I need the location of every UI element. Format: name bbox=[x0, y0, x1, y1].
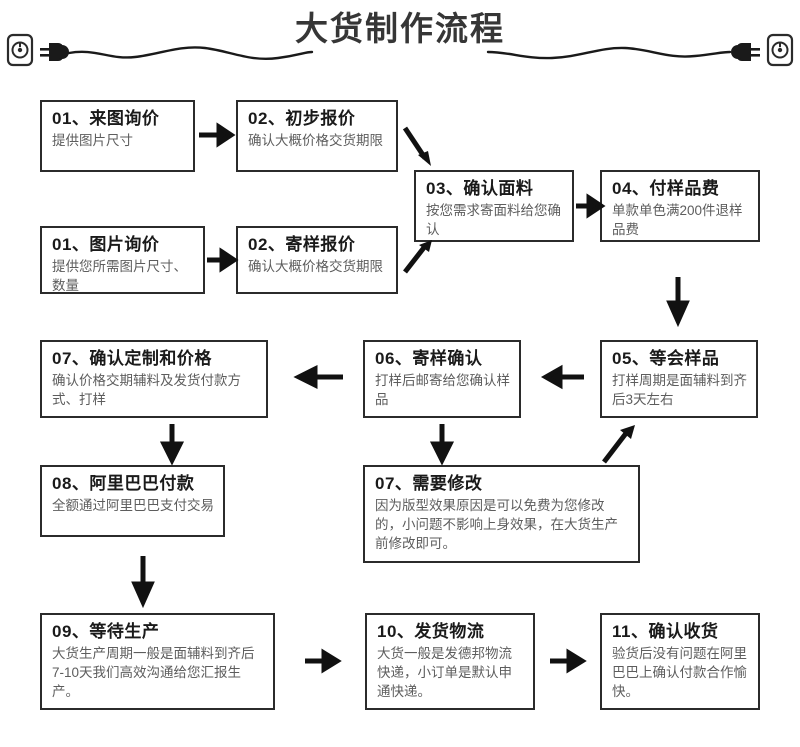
flow-node-title: 10、发货物流 bbox=[377, 622, 485, 641]
page-header: 大货制作流程 bbox=[0, 0, 800, 88]
flow-node-11[interactable]: 11、确认收货 验货后没有问题在阿里巴巴上确认付款合作愉快。 bbox=[600, 613, 760, 710]
flow-node-01b[interactable]: 01、图片询价 提供您所需图片尺寸、数量 bbox=[40, 226, 205, 294]
flow-node-09[interactable]: 09、等待生产 大货生产周期一般是面辅料到齐后7-10天我们高效沟通给您汇报生产… bbox=[40, 613, 275, 710]
flow-node-title: 11、确认收货 bbox=[612, 622, 719, 641]
flow-node-title: 05、等会样品 bbox=[612, 349, 720, 368]
flow-node-title: 09、等待生产 bbox=[52, 622, 160, 641]
arrow-02b-to-03 bbox=[401, 240, 435, 276]
arrow-09-to-10 bbox=[305, 648, 342, 674]
flow-node-title: 08、阿里巴巴付款 bbox=[52, 474, 195, 493]
arrow-07a-to-08 bbox=[159, 424, 185, 466]
flow-node-title: 02、初步报价 bbox=[248, 109, 356, 128]
flow-node-desc: 大货一般是发德邦物流快递，小订单是默认申通快递。 bbox=[377, 646, 512, 699]
arrow-01b-to-02b bbox=[207, 247, 239, 273]
flow-node-desc: 确认大概价格交货期限 bbox=[248, 133, 383, 148]
arrow-04-to-05 bbox=[666, 277, 690, 328]
flow-node-title: 07、确认定制和价格 bbox=[52, 349, 212, 368]
flow-node-01a[interactable]: 01、来图询价 提供图片尺寸 bbox=[40, 100, 195, 172]
flow-node-07a[interactable]: 07、确认定制和价格 确认价格交期辅料及发货付款方式、打样 bbox=[40, 340, 268, 418]
flow-node-title: 04、付样品费 bbox=[612, 179, 720, 198]
arrow-05-to-06 bbox=[540, 364, 584, 390]
flow-node-desc: 全额通过阿里巴巴支付交易 bbox=[52, 498, 214, 513]
arrow-10-to-11 bbox=[550, 648, 587, 674]
flow-node-title: 06、寄样确认 bbox=[375, 349, 483, 368]
flow-node-desc: 验货后没有问题在阿里巴巴上确认付款合作愉快。 bbox=[612, 646, 747, 699]
flow-node-title: 01、来图询价 bbox=[52, 109, 160, 128]
flow-node-10[interactable]: 10、发货物流 大货一般是发德邦物流快递，小订单是默认申通快递。 bbox=[365, 613, 535, 710]
flow-node-desc: 打样后邮寄给您确认样品 bbox=[375, 373, 510, 407]
arrow-06-to-07b bbox=[429, 424, 455, 466]
flow-node-desc: 提供您所需图片尺寸、数量 bbox=[52, 259, 187, 293]
flow-node-05[interactable]: 05、等会样品 打样周期是面辅料到齐后3天左右 bbox=[600, 340, 758, 418]
flow-node-08[interactable]: 08、阿里巴巴付款 全额通过阿里巴巴支付交易 bbox=[40, 465, 225, 537]
arrow-06-to-07a bbox=[293, 364, 343, 390]
flow-node-desc: 确认大概价格交货期限 bbox=[248, 259, 383, 274]
flow-node-desc: 确认价格交期辅料及发货付款方式、打样 bbox=[52, 373, 241, 407]
flow-node-desc: 单款单色满200件退样品费 bbox=[612, 203, 743, 237]
flow-node-02b[interactable]: 02、寄样报价 确认大概价格交货期限 bbox=[236, 226, 398, 294]
page-title: 大货制作流程 bbox=[295, 10, 505, 47]
flow-node-06[interactable]: 06、寄样确认 打样后邮寄给您确认样品 bbox=[363, 340, 521, 418]
flow-node-02a[interactable]: 02、初步报价 确认大概价格交货期限 bbox=[236, 100, 398, 172]
flow-node-desc: 按您需求寄面料给您确认 bbox=[426, 203, 561, 237]
flow-node-title: 02、寄样报价 bbox=[248, 235, 356, 254]
flow-node-title: 01、图片询价 bbox=[52, 235, 160, 254]
flow-node-04[interactable]: 04、付样品费 单款单色满200件退样品费 bbox=[600, 170, 760, 242]
flow-node-03[interactable]: 03、确认面料 按您需求寄面料给您确认 bbox=[414, 170, 574, 242]
flow-node-title: 03、确认面料 bbox=[426, 179, 534, 198]
arrow-01a-to-02a bbox=[199, 122, 236, 148]
flow-node-desc: 因为版型效果原因是可以免费为您修改的，小问题不影响上身效果，在大货生产前修改即可… bbox=[375, 498, 618, 551]
arrow-08-to-09 bbox=[131, 556, 155, 609]
arrow-07b-to-05 bbox=[600, 424, 640, 466]
flow-node-07b[interactable]: 07、需要修改 因为版型效果原因是可以免费为您修改的，小问题不影响上身效果，在大… bbox=[363, 465, 640, 563]
arrow-02a-to-03 bbox=[401, 124, 435, 168]
flow-node-title: 07、需要修改 bbox=[375, 474, 483, 493]
flow-node-desc: 提供图片尺寸 bbox=[52, 133, 133, 148]
arrow-03-to-04 bbox=[576, 193, 606, 219]
flow-node-desc: 大货生产周期一般是面辅料到齐后7-10天我们高效沟通给您汇报生产。 bbox=[52, 646, 255, 699]
flow-node-desc: 打样周期是面辅料到齐后3天左右 bbox=[612, 373, 747, 407]
